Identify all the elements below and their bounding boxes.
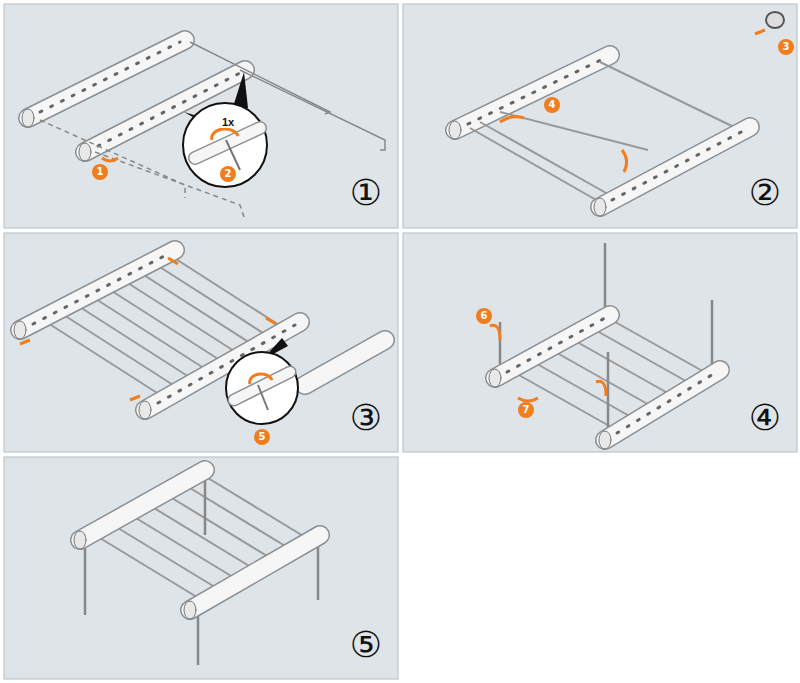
callout-number: 6 — [476, 308, 492, 324]
step-number: ③ — [350, 400, 382, 436]
callout-number: 5 — [254, 429, 270, 445]
step-number: ④ — [749, 400, 781, 436]
callout-number: 7 — [518, 402, 534, 418]
step-number: ② — [749, 175, 781, 211]
callout-number: 4 — [544, 97, 560, 113]
step-number: ① — [350, 175, 382, 211]
callout-number: 1 — [92, 164, 108, 180]
quantity-label: 1x — [221, 116, 235, 128]
step-number: ⑤ — [350, 627, 382, 663]
callout-number: 2 — [220, 166, 236, 182]
callout-number: 3 — [778, 39, 794, 55]
